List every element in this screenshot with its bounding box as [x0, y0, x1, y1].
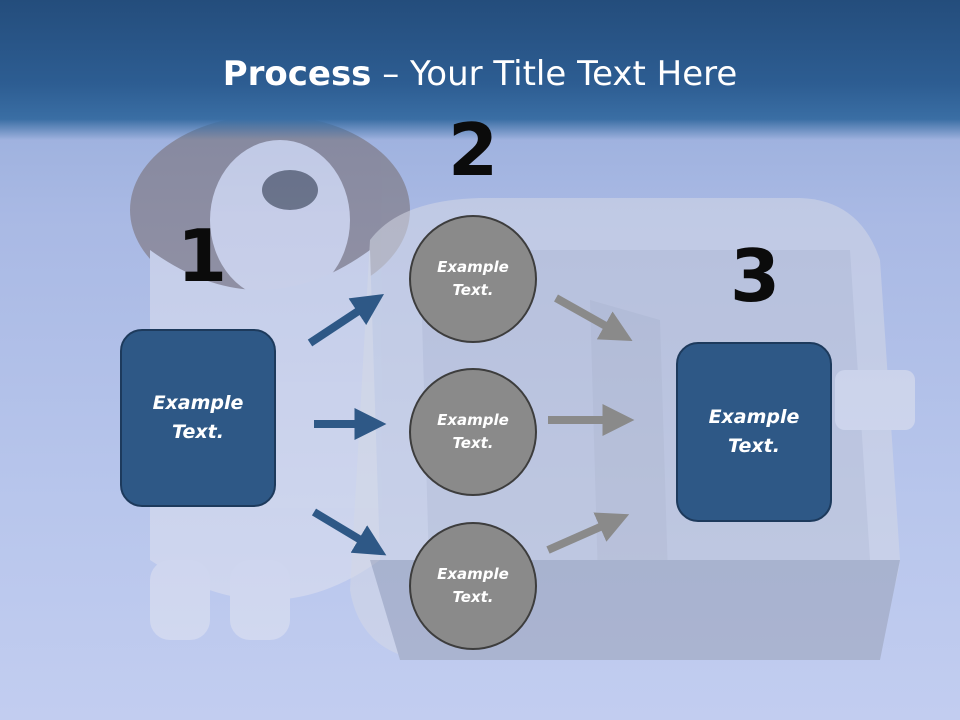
step-1-text: Example Text.	[152, 392, 244, 443]
step-2-circle-1[interactable]: Example Text.	[409, 215, 537, 343]
step-3-text: Example Text.	[708, 406, 800, 457]
step-1-box[interactable]: Example Text.	[120, 329, 276, 507]
page-title: Process – Your Title Text Here	[0, 52, 960, 96]
circle-1-text: Example Text.	[437, 258, 509, 299]
title-bar	[0, 0, 960, 140]
step-number-3: 3	[730, 234, 781, 318]
arrow-down-right-gray	[554, 294, 633, 342]
arrow-up-right-gray	[546, 512, 630, 554]
step-2-circle-2[interactable]: Example Text.	[409, 368, 537, 496]
title-rest: – Your Title Text Here	[371, 54, 738, 94]
step-2-circle-3[interactable]: Example Text.	[409, 522, 537, 650]
title-bold: Process	[222, 54, 372, 94]
arrow-up-right-blue	[307, 294, 385, 347]
arrow-down-right-blue	[311, 508, 387, 556]
step-number-2: 2	[448, 108, 499, 192]
circle-3-text: Example Text.	[437, 565, 509, 606]
step-number-1: 1	[177, 214, 228, 298]
circle-2-text: Example Text.	[437, 411, 509, 452]
step-3-box[interactable]: Example Text.	[676, 342, 832, 522]
